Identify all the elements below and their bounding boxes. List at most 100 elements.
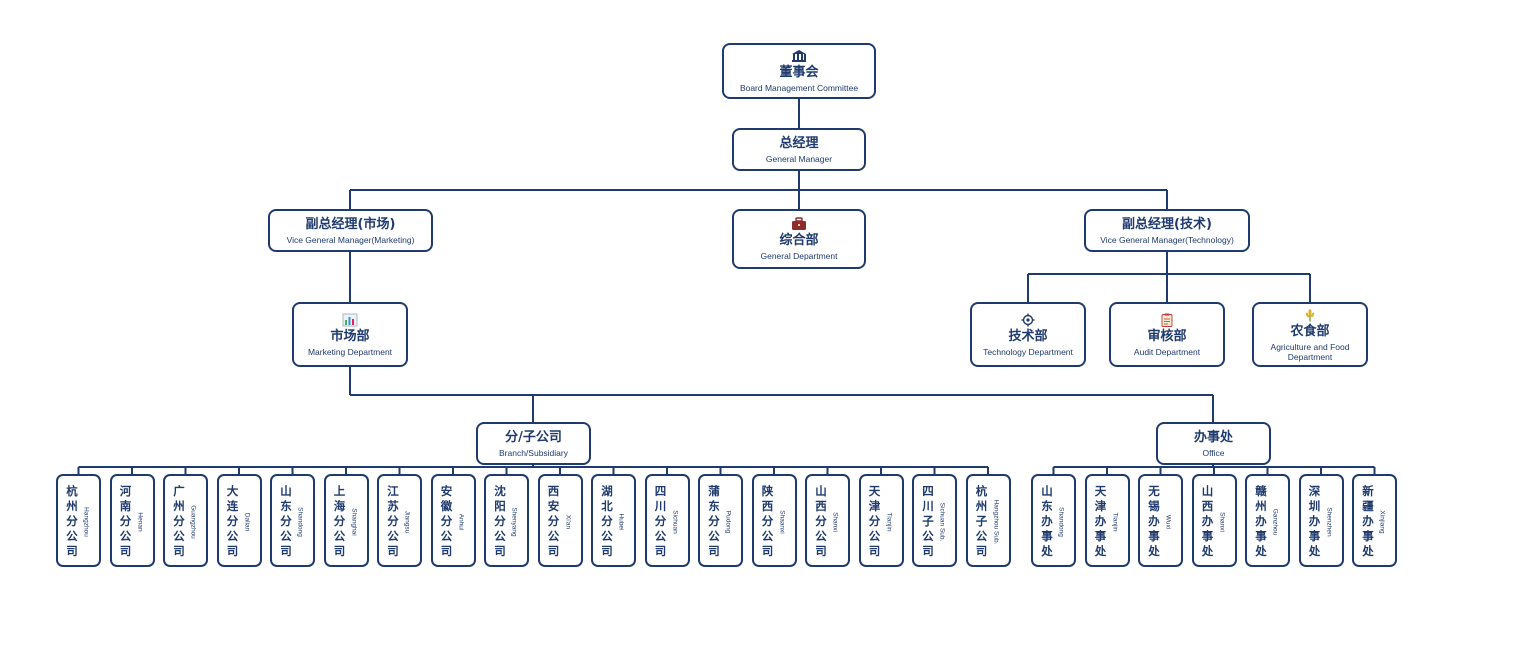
general-manager-node: 总经理 General Manager xyxy=(732,128,866,171)
branch-company-english-label: Shanxi xyxy=(831,512,839,532)
branch-company-label: 天津分公司 xyxy=(868,484,881,558)
node-subtitle: Office xyxy=(1202,447,1225,458)
branch-company-english-label: Pudong xyxy=(724,510,732,534)
branch-company-label: 江苏分公司 xyxy=(387,484,399,558)
branch-company-label: 沈阳分公司 xyxy=(494,484,506,558)
node-title: 农食部 xyxy=(1290,323,1330,339)
node-title: 副总经理(技术) xyxy=(1122,216,1212,232)
branch-company-english-label: Shandong xyxy=(296,507,304,537)
branch-subsidiary-node: 分/子公司 Branch/Subsidiary xyxy=(476,422,591,465)
node-subtitle: Technology Department xyxy=(983,346,1073,357)
office-branch-english-label: Wuxi xyxy=(1164,514,1172,530)
branch-company: 山东分公司 Shandong xyxy=(270,474,315,567)
node-title: 董事会 xyxy=(779,65,819,80)
node-subtitle: Branch/Subsidiary xyxy=(499,447,568,458)
agriculture-food-department-node: 农食部 Agriculture and Food Department xyxy=(1252,302,1368,367)
office-branch-english-label: Ganzhou xyxy=(1271,508,1279,536)
node-title: 总经理 xyxy=(779,135,819,151)
office-branch: 山西办事处 Shanxi xyxy=(1191,474,1237,567)
wheat-icon xyxy=(1305,308,1315,321)
office-branch-label: 深圳办事处 xyxy=(1308,484,1321,558)
branch-company-english-label: Shaanxi xyxy=(778,510,785,534)
office-branch-label: 无锡办事处 xyxy=(1148,484,1160,558)
office-branch-english-label: Shanxi xyxy=(1218,512,1225,532)
branch-company-english-label: Sichuan Sub. xyxy=(938,502,946,542)
office-branch-english-label: Xinjiang xyxy=(1378,510,1386,534)
branch-company-label: 安徽分公司 xyxy=(440,484,453,558)
branch-company-label: 山西分公司 xyxy=(815,484,827,558)
branch-company-label: 四川子公司 xyxy=(922,484,934,558)
branch-company-english-label: Guangzhou xyxy=(189,505,197,539)
branch-company-label: 广州分公司 xyxy=(173,484,185,558)
office-branch-label: 山西办事处 xyxy=(1201,484,1214,558)
branch-company-label: 大连分公司 xyxy=(226,484,239,558)
branch-company: 安徽分公司 Anhui xyxy=(430,474,476,567)
branch-company: 山西分公司 Shanxi xyxy=(805,474,850,567)
branch-company-english-label: Hangzhou Sub. xyxy=(992,499,999,545)
node-subtitle: General Manager xyxy=(765,153,833,164)
node-title: 副总经理(市场) xyxy=(305,216,396,232)
clipboard-icon xyxy=(1161,313,1173,327)
node-subtitle: Audit Department xyxy=(1133,346,1201,357)
office-branch-label: 山东办事处 xyxy=(1041,484,1053,558)
node-subtitle: Marketing Department xyxy=(307,346,393,357)
branch-company: 陕西分公司 Shaanxi xyxy=(751,474,797,567)
branch-company: 西安分公司 Xi'an xyxy=(537,474,583,567)
branch-company: 上海分公司 Shanghai xyxy=(323,474,369,567)
vgm-marketing-node: 副总经理(市场) Vice General Manager(Marketing) xyxy=(268,209,433,252)
node-title: 综合部 xyxy=(779,233,819,248)
branch-company-label: 上海分公司 xyxy=(333,484,346,558)
parliament-icon xyxy=(792,50,806,62)
branch-company-english-label: Shanghai xyxy=(350,508,357,536)
branch-company-label: 蒲东分公司 xyxy=(708,484,720,558)
node-subtitle: Vice General Manager(Marketing) xyxy=(286,234,415,245)
node-subtitle: Board Management Committee xyxy=(739,83,859,93)
branch-company: 四川子公司 Sichuan Sub. xyxy=(912,474,957,567)
branch-company-label: 陕西分公司 xyxy=(761,484,774,558)
node-title: 技术部 xyxy=(1008,328,1048,344)
branch-company: 杭州子公司 Hangzhou Sub. xyxy=(965,474,1011,567)
office-branch: 新疆办事处 Xinjiang xyxy=(1352,474,1397,567)
gear-icon xyxy=(1021,313,1035,326)
branch-company-english-label: Sichuan xyxy=(671,510,678,534)
branch-company-english-label: Hangzhou xyxy=(82,507,90,537)
office-branch-label: 新疆办事处 xyxy=(1362,484,1374,558)
node-subtitle: General Department xyxy=(760,251,838,261)
branch-company: 沈阳分公司 Shenyang xyxy=(484,474,529,567)
office-branch-label: 天津办事处 xyxy=(1094,484,1107,558)
branch-company-english-label: Henan xyxy=(136,512,143,532)
node-title: 审核部 xyxy=(1147,328,1187,344)
branch-company-label: 河南分公司 xyxy=(119,484,132,558)
node-title: 办事处 xyxy=(1193,429,1233,445)
marketing-department-node: 市场部 Marketing Department xyxy=(292,302,408,367)
branch-company-english-label: Xi'an xyxy=(564,514,571,530)
branch-company: 广州分公司 Guangzhou xyxy=(163,474,208,567)
branch-company-label: 山东分公司 xyxy=(280,484,292,558)
branch-company-english-label: Jiangsu xyxy=(403,510,411,534)
branch-company-label: 杭州子公司 xyxy=(975,484,988,558)
branch-company-english-label: Shenyang xyxy=(510,507,518,537)
branch-company-english-label: Hubei xyxy=(617,513,625,531)
branch-company-english-label: Dalian xyxy=(243,512,250,532)
branch-company: 大连分公司 Dalian xyxy=(216,474,262,567)
branch-company: 河南分公司 Henan xyxy=(109,474,155,567)
node-subtitle: Vice General Manager(Technology) xyxy=(1100,234,1234,245)
office-branch: 无锡办事处 Wuxi xyxy=(1138,474,1183,567)
board-committee-node: 董事会 Board Management Committee xyxy=(722,43,876,99)
node-title: 市场部 xyxy=(330,328,370,344)
branch-company-label: 四川分公司 xyxy=(654,484,667,558)
branch-company-label: 西安分公司 xyxy=(547,484,560,558)
branch-company-english-label: Anhui xyxy=(457,513,464,531)
briefcase-icon xyxy=(792,217,806,230)
audit-department-node: 审核部 Audit Department xyxy=(1109,302,1225,367)
node-subtitle: Agriculture and Food Department xyxy=(1270,341,1350,362)
bar-chart-icon xyxy=(342,313,358,326)
